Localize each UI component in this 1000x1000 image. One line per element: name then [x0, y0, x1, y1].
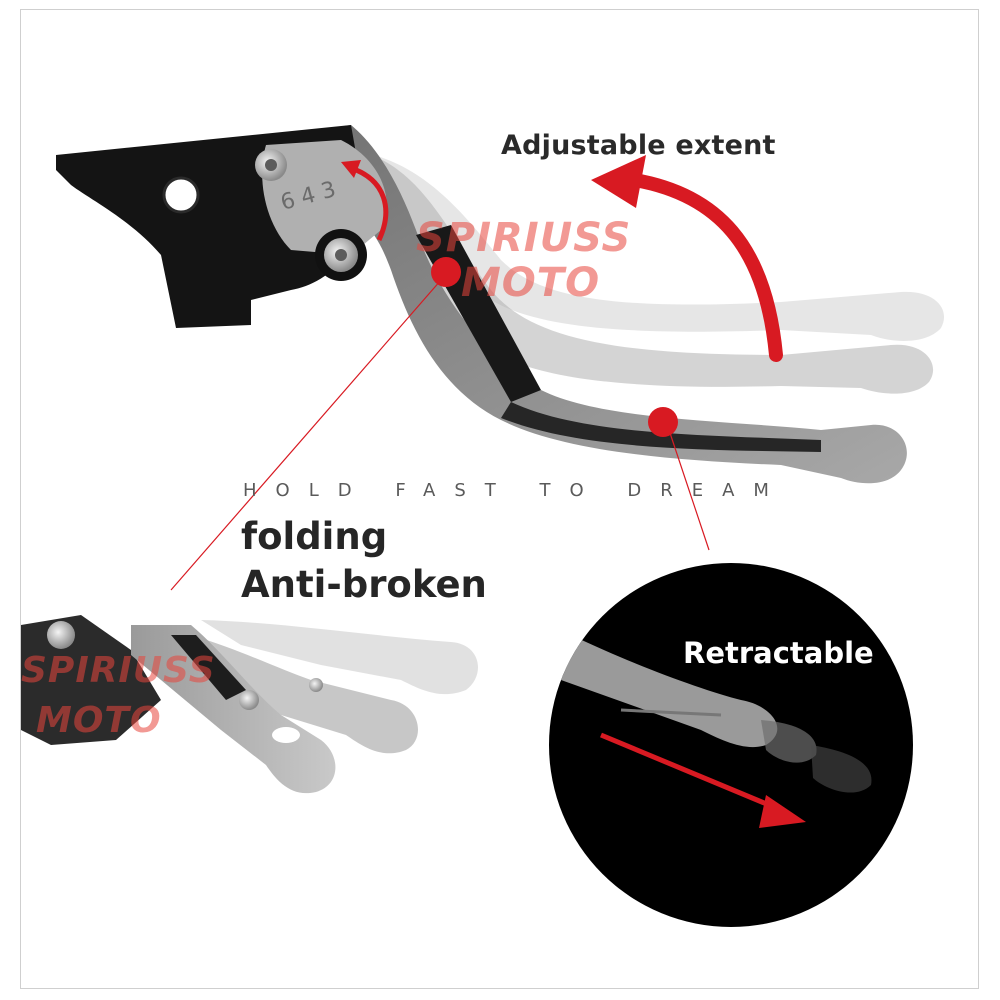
label-adjustable-extent: Adjustable extent — [501, 130, 776, 161]
watermark-line2: MOTO — [461, 260, 601, 306]
dial-arrow — [350, 165, 389, 242]
retract-detail-circle — [549, 563, 913, 927]
adjust-arrow — [614, 171, 783, 362]
tagline: HOLD FAST TO DREAM — [243, 480, 788, 501]
ghost-lever-far — [351, 150, 945, 341]
label-retractable: Retractable — [683, 636, 874, 670]
adjust-arrow-head — [591, 155, 646, 208]
label-anti-broken: Anti-broken — [241, 563, 487, 606]
label-folding: folding — [241, 515, 388, 558]
folded-lever-detail — [21, 615, 478, 794]
watermark-small-line2: MOTO — [36, 700, 162, 741]
callout-line-folding — [170, 279, 442, 591]
callout-line-retract — [668, 429, 710, 551]
callout-dot-folding — [431, 257, 461, 287]
watermark-line1: SPIRIUSS — [416, 215, 632, 261]
lever-illustration: 6 4 3 — [21, 125, 945, 927]
watermark-small-line1: SPIRIUSS — [21, 650, 216, 691]
callout-dot-retract — [648, 407, 678, 437]
product-image-frame: 6 4 3 — [20, 9, 979, 989]
